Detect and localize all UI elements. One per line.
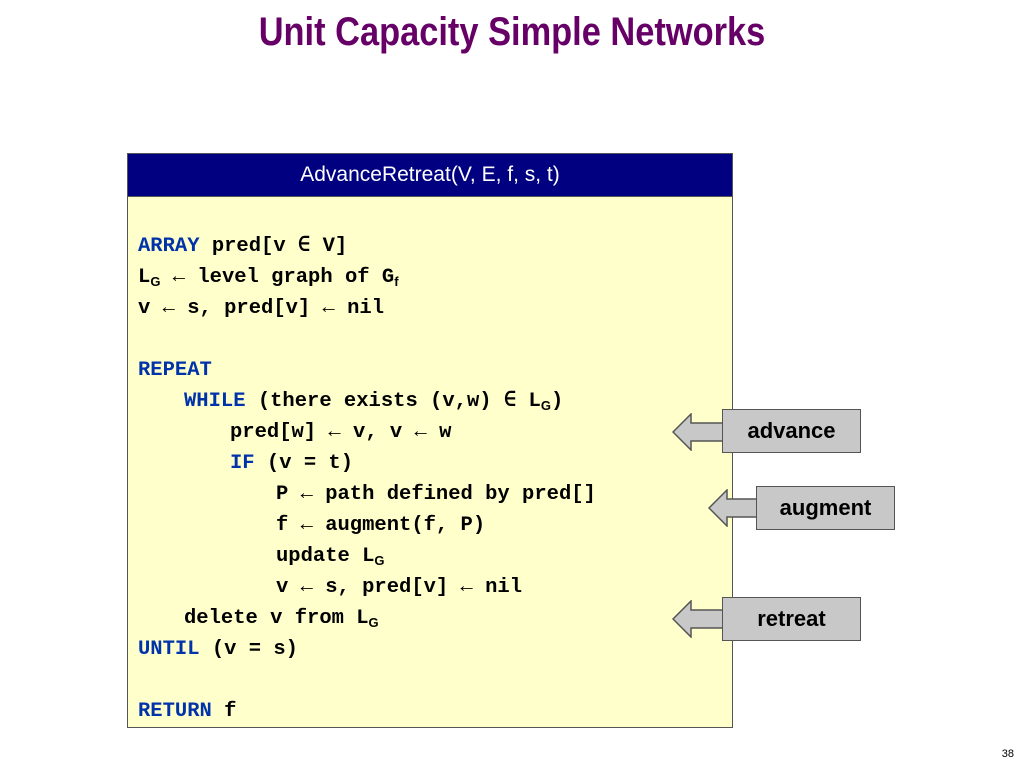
code-line: update LG — [138, 541, 596, 572]
code-text: v ← s, pred[v] ← nil — [138, 297, 385, 320]
code-text: ) — [550, 390, 564, 413]
code-text: L — [138, 266, 151, 289]
subscript: G — [374, 553, 385, 568]
code-text: (v = t) — [254, 452, 354, 475]
subscript: G — [540, 398, 551, 413]
code-text: pred[w] ← v, v ← w — [230, 421, 452, 444]
code-line: v ← s, pred[v] ← nil — [138, 293, 596, 324]
code-text: f — [211, 700, 237, 723]
code-text: delete v from L — [184, 607, 369, 630]
subscript: G — [368, 615, 379, 630]
code-text: update L — [276, 545, 375, 568]
page-number: 38 — [1001, 748, 1014, 760]
augment-label: augment — [756, 486, 895, 530]
code-line: REPEAT — [138, 355, 596, 386]
keyword-until: UNTIL — [138, 638, 200, 661]
code-line: LG ← level graph of Gf — [138, 262, 596, 293]
keyword-repeat: REPEAT — [138, 359, 212, 382]
keyword-return: RETURN — [138, 700, 212, 723]
code-line: WHILE (there exists (v,w) ∈ LG) — [138, 386, 596, 417]
code-line: RETURN f — [138, 696, 596, 727]
code-text: (v = s) — [199, 638, 298, 661]
slide-title: Unit Capacity Simple Networks — [258, 10, 766, 54]
advance-arrow-icon — [672, 413, 728, 451]
algorithm-box: AdvanceRetreat(V, E, f, s, t) ARRAY pred… — [127, 153, 733, 728]
keyword-while: WHILE — [184, 390, 246, 413]
code-line: P ← path defined by pred[] — [138, 479, 596, 510]
blank-line — [138, 665, 596, 696]
code-line: UNTIL (v = s) — [138, 634, 596, 665]
code-text: v ← s, pred[v] ← nil — [276, 576, 523, 599]
subscript: G — [150, 274, 161, 289]
code-line: pred[w] ← v, v ← w — [138, 417, 596, 448]
code-text: P ← path defined by pred[] — [276, 483, 596, 506]
retreat-label: retreat — [722, 597, 861, 641]
keyword-if: IF — [230, 452, 255, 475]
code-line: v ← s, pred[v] ← nil — [138, 572, 596, 603]
code-text: (there exists (v,w) ∈ L — [245, 390, 541, 413]
pseudocode: ARRAY pred[v ∈ V] LG ← level graph of Gf… — [138, 231, 596, 727]
subscript: f — [394, 274, 399, 289]
blank-line — [138, 324, 596, 355]
code-text: f ← augment(f, P) — [276, 514, 486, 537]
code-line: f ← augment(f, P) — [138, 510, 596, 541]
code-line: IF (v = t) — [138, 448, 596, 479]
code-text: ← level graph of G — [160, 266, 395, 289]
code-text: pred[v ∈ V] — [199, 235, 348, 258]
code-line: ARRAY pred[v ∈ V] — [138, 231, 596, 262]
algorithm-header: AdvanceRetreat(V, E, f, s, t) — [128, 154, 732, 197]
code-line: delete v from LG — [138, 603, 596, 634]
retreat-arrow-icon — [672, 600, 728, 638]
keyword-array: ARRAY — [138, 235, 200, 258]
advance-label: advance — [722, 409, 861, 453]
